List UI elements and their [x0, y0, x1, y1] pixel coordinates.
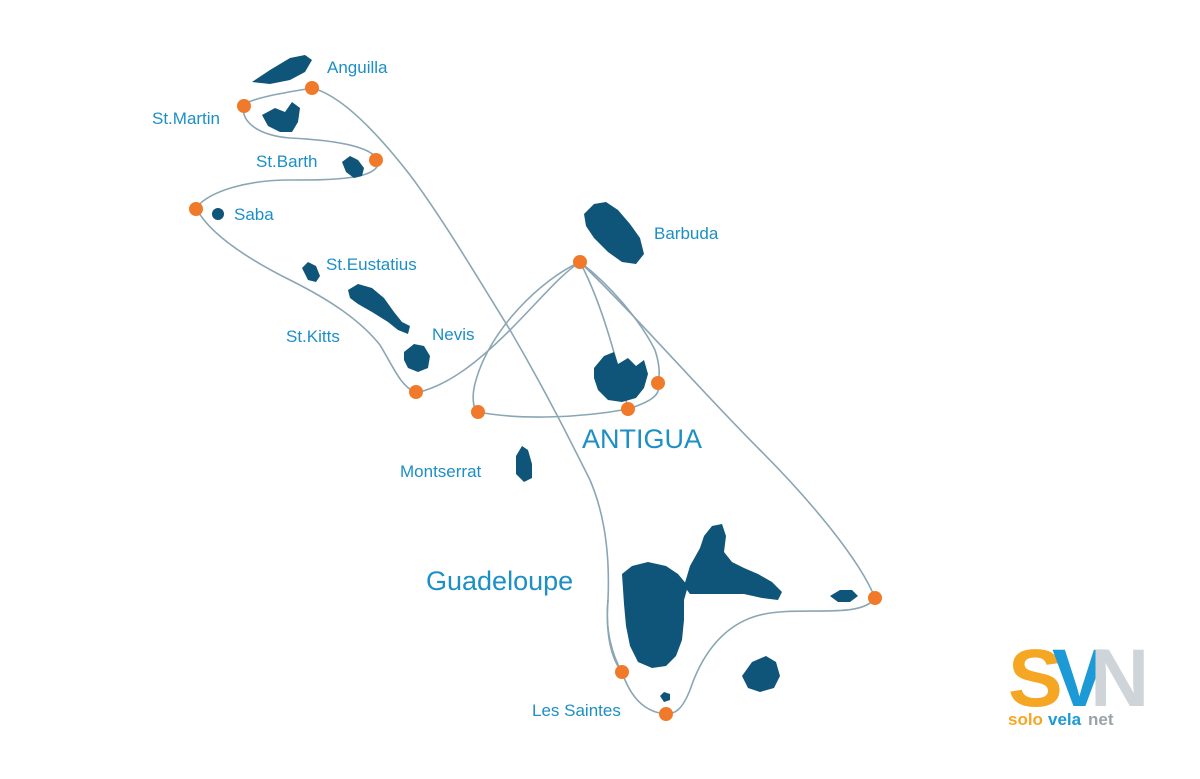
label-antigua: ANTIGUA: [582, 424, 702, 454]
logo-tagline-net: net: [1088, 710, 1114, 729]
guadeloupe-basse-terre-island: [622, 562, 688, 668]
route-northern-loop: [311, 87, 623, 673]
route-desirade-saintes: [621, 597, 876, 715]
stop-barbuda: [573, 255, 587, 269]
montserrat-island: [516, 446, 532, 482]
stop-guadeloupe-south: [615, 665, 629, 679]
route-barbuda-desirade: [579, 261, 876, 599]
stop-les-saintes: [659, 707, 673, 721]
la-desirade-island: [830, 590, 858, 602]
anguilla-island: [252, 55, 312, 84]
stop-montserrat-route: [471, 405, 485, 419]
saba-island: [212, 208, 224, 220]
island-labels: Anguilla St.Martin St.Barth Saba St.Eust…: [152, 58, 719, 720]
logo-tagline-solo: solo: [1008, 710, 1043, 729]
antigua-island: [594, 352, 648, 402]
stop-saba: [189, 202, 203, 216]
stop-st-martin: [237, 99, 251, 113]
route-lines: [195, 87, 876, 715]
route-nevis-barbuda: [415, 261, 581, 394]
label-barbuda: Barbuda: [654, 224, 719, 243]
st-martin-island: [262, 102, 300, 132]
marie-galante-island: [742, 656, 780, 692]
stop-st-barth: [369, 153, 383, 167]
stop-la-desirade: [868, 591, 882, 605]
label-nevis: Nevis: [432, 325, 475, 344]
solovela-logo: S V N solo vela net: [1008, 633, 1149, 729]
logo-letter-s: S: [1008, 633, 1063, 724]
route-saba-nevis: [195, 207, 417, 394]
label-st-kitts: St.Kitts: [286, 327, 340, 346]
route-stops: [189, 81, 882, 721]
stop-anguilla: [305, 81, 319, 95]
les-saintes-island: [660, 692, 670, 702]
stop-nevis: [409, 385, 423, 399]
stop-antigua-south: [621, 402, 635, 416]
logo-tagline-vela: vela: [1048, 710, 1082, 729]
st-barth-island: [342, 156, 364, 178]
label-anguilla: Anguilla: [327, 58, 388, 77]
st-eustatius-island: [302, 262, 320, 282]
label-st-eustatius: St.Eustatius: [326, 255, 417, 274]
label-st-martin: St.Martin: [152, 109, 220, 128]
islands: [212, 55, 858, 702]
label-montserrat: Montserrat: [400, 462, 482, 481]
logo-letter-v: V: [1052, 633, 1107, 724]
label-saba: Saba: [234, 205, 274, 224]
label-les-saintes: Les Saintes: [532, 701, 621, 720]
nevis-island: [404, 344, 430, 372]
label-guadeloupe: Guadeloupe: [426, 566, 573, 596]
st-kitts-island: [348, 284, 410, 334]
route-anguilla-stmartin: [195, 87, 379, 209]
barbuda-island: [584, 202, 644, 264]
logo-letter-n: N: [1090, 633, 1149, 724]
stop-antigua-east: [651, 376, 665, 390]
guadeloupe-grande-terre-island: [684, 524, 782, 600]
route-barbuda-antigua-east: [579, 261, 661, 384]
label-st-barth: St.Barth: [256, 152, 317, 171]
